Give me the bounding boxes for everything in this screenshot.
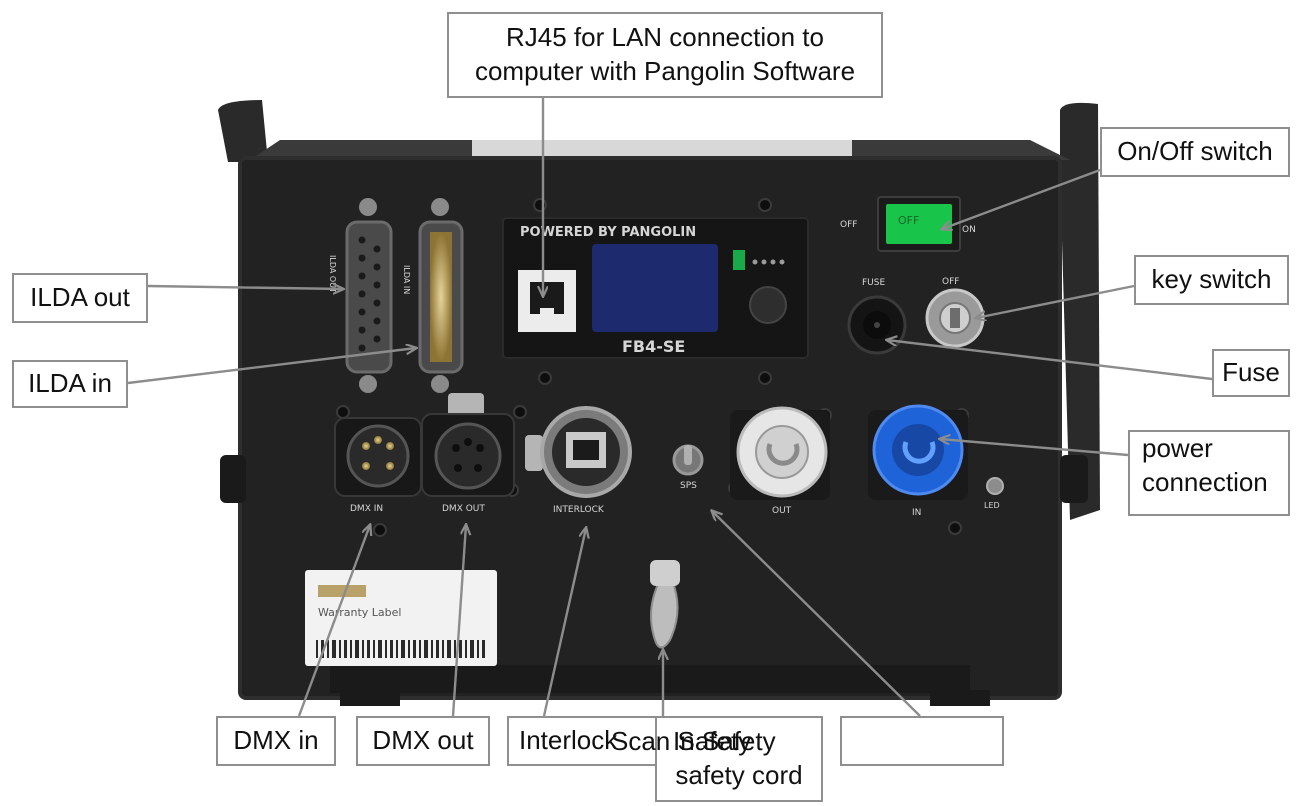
callout-onoff-text: On/Off switch: [1117, 136, 1273, 167]
off-label: OFF: [840, 220, 857, 230]
ilda-out-connector: [345, 198, 393, 393]
interlock-connector: [525, 406, 632, 498]
sps-label: SPS: [680, 481, 697, 491]
dmx-in-label: DMX IN: [350, 504, 383, 514]
safety-cord: [650, 579, 679, 649]
leader-fuse: [887, 340, 1213, 381]
callout-dmx-out: DMX out: [356, 716, 490, 766]
callout-scan-safety-text-b: In Safety: [673, 726, 776, 757]
ilda-in-label: ILDA IN: [402, 265, 411, 294]
callout-empty: [840, 716, 1004, 766]
display-model-text: FB4-SE: [622, 337, 685, 356]
leader-dmx-out: [451, 525, 466, 717]
fb4-module: [502, 217, 809, 359]
callout-fuse: Fuse: [1212, 349, 1290, 397]
leader-ilda-out: [147, 286, 343, 289]
callout-interlock-text: Interlock: [519, 725, 618, 756]
led-indicator: [986, 477, 1004, 495]
fuse-label: FUSE: [862, 278, 885, 288]
display-brand-text: POWERED BY PANGOLIN: [520, 225, 696, 240]
callout-key-switch-text: key switch: [1151, 264, 1272, 295]
callout-scan-safety-line1: Scan Safety In Safety: [611, 725, 823, 759]
callout-dmx-in: DMX in: [216, 716, 336, 766]
callout-power: power connection: [1128, 430, 1290, 516]
dmx-in-connector: [334, 417, 422, 497]
callout-dmx-out-text: DMX out: [372, 725, 474, 756]
sps-toggle: [672, 444, 704, 476]
callout-scan-safety-text-a: Scan Safety: [611, 726, 752, 757]
warranty-label: [305, 570, 497, 666]
leader-power: [940, 439, 1129, 457]
callout-key-switch: key switch: [1134, 255, 1289, 305]
key-switch: [925, 288, 985, 348]
leader-ilda-in: [127, 348, 416, 385]
leader-sps: [712, 511, 921, 717]
callout-power-line2: connection: [1142, 466, 1268, 497]
switch-text: OFF: [898, 214, 919, 227]
key-off-label: OFF: [942, 277, 959, 287]
power-in-label: IN: [912, 508, 921, 518]
panel-screws: [336, 198, 969, 537]
fuse-holder: [847, 295, 907, 355]
leader-dmx-in: [297, 525, 370, 717]
callout-rj45-line2: computer with Pangolin Software: [474, 56, 856, 86]
power-in-connector: [868, 404, 968, 500]
on-label: ON: [962, 225, 976, 235]
handle-left: [218, 100, 268, 162]
callout-scan-safety-line2: safety cord: [675, 760, 803, 791]
leader-lines: [127, 98, 1213, 717]
on-off-switch: [877, 196, 961, 252]
side-knob-left: [220, 455, 246, 503]
callout-fuse-text: Fuse: [1222, 357, 1280, 388]
leader-interlock: [542, 528, 586, 717]
led-label: LED: [984, 501, 1000, 510]
callout-dmx-in-text: DMX in: [233, 725, 319, 756]
leader-onoff: [942, 168, 1101, 229]
power-out-label: OUT: [772, 506, 792, 516]
power-out-connector: [730, 406, 830, 500]
warranty-title: Warranty Label: [318, 606, 401, 619]
dmx-out-connector: [421, 393, 515, 497]
callout-ilda-in: ILDA in: [12, 360, 128, 408]
interlock-label: INTERLOCK: [553, 505, 605, 515]
leader-key-switch: [976, 284, 1135, 318]
handle-right: [1060, 102, 1100, 520]
callout-interlock: Interlock: [507, 716, 657, 766]
ilda-in-connector: [418, 198, 464, 393]
callout-power-line1: power: [1142, 433, 1213, 463]
callout-scan-safety: Scan Safety In Safety safety cord: [611, 716, 823, 802]
dmx-out-label: DMX OUT: [442, 504, 485, 514]
callout-ilda-in-text: ILDA in: [28, 368, 112, 399]
callout-ilda-out: ILDA out: [12, 273, 148, 323]
callout-rj45: RJ45 for LAN connection to computer with…: [447, 12, 883, 98]
ilda-out-label: ILDA OUT: [328, 255, 337, 293]
callout-rj45-line1: RJ45 for LAN connection to: [506, 22, 824, 53]
callout-ilda-out-text: ILDA out: [30, 282, 130, 313]
top-label: [472, 140, 852, 156]
side-knob-right: [1060, 455, 1088, 503]
callout-onoff: On/Off switch: [1100, 127, 1290, 177]
